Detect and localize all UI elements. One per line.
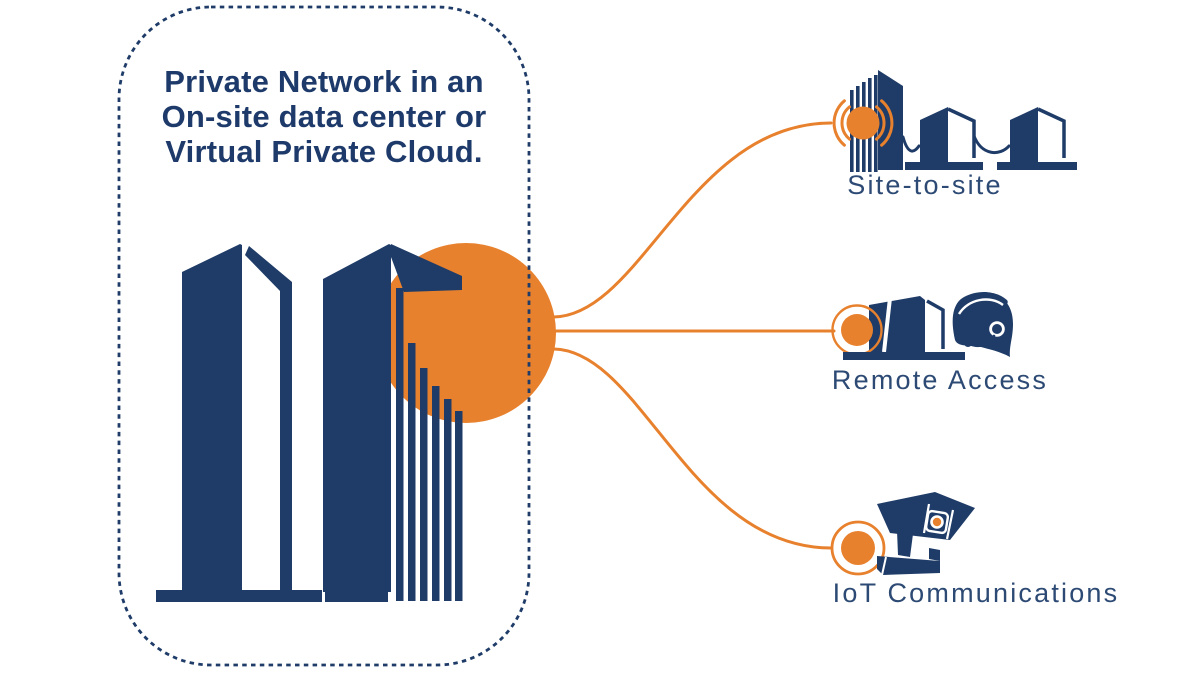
iot-communications-icon bbox=[830, 492, 975, 576]
title-line-2: On-site data center or bbox=[161, 99, 487, 134]
data-center-buildings-icon bbox=[156, 244, 463, 602]
support-agent-headset-icon bbox=[952, 291, 1013, 357]
endpoint-label-site-to-site: Site-to-site bbox=[847, 170, 1003, 200]
connection-node-dot bbox=[841, 531, 875, 565]
cctv-camera-icon bbox=[877, 492, 975, 576]
connection-node-dot bbox=[846, 106, 880, 140]
connection-line-iot bbox=[552, 347, 833, 550]
private-network-title: Private Network in an On-site data cente… bbox=[118, 64, 530, 169]
connection-node-dot bbox=[841, 314, 873, 346]
connection-node-ring bbox=[830, 520, 886, 576]
title-line-3: Virtual Private Cloud. bbox=[165, 134, 483, 169]
remote-access-building-icon bbox=[869, 296, 925, 352]
title-line-1: Private Network in an bbox=[164, 64, 484, 99]
remote-access-icon bbox=[831, 291, 1013, 360]
camera-lens-dot bbox=[932, 517, 942, 527]
site-to-site-buildings-icon bbox=[832, 70, 1077, 172]
private-network-boundary bbox=[117, 5, 531, 667]
connection-lines bbox=[552, 121, 836, 550]
signal-waves-icon bbox=[832, 99, 894, 147]
endpoint-label-remote-access: Remote Access bbox=[831, 365, 1049, 395]
endpoint-label-iot-communications: IoT Communications bbox=[832, 578, 1120, 608]
connection-line-site-to-site bbox=[552, 121, 833, 319]
